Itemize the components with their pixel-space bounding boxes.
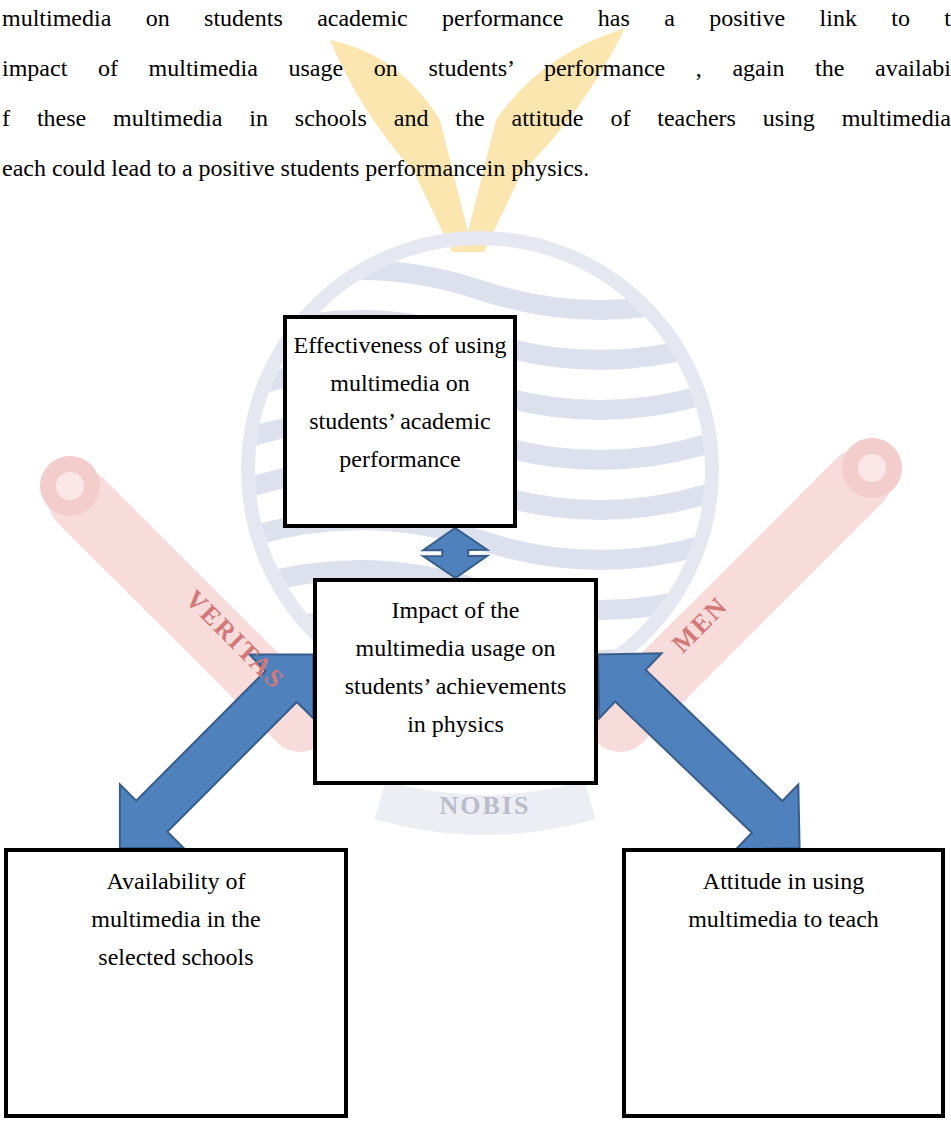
- body-text-line: multimedia on students academic performa…: [2, 3, 951, 33]
- body-text-line: each could lead to a positive students p…: [2, 153, 589, 183]
- factor-box: Availability of multimedia in the select…: [4, 848, 348, 1118]
- body-text-line: impact of multimedia usage on students’ …: [2, 53, 951, 83]
- block-arrow: [120, 655, 313, 848]
- box-text: Attitude in using multimedia to teach: [676, 862, 891, 938]
- concept-box: Effectiveness of using multimedia on stu…: [283, 315, 517, 528]
- box-text: Availability of multimedia in the select…: [58, 862, 294, 976]
- block-arrow: [598, 653, 800, 849]
- factor-box: Attitude in using multimedia to teach: [622, 848, 945, 1118]
- central-concept-box: Impact of the multimedia usage on studen…: [313, 578, 598, 785]
- box-text: Effectiveness of using multimedia on stu…: [292, 326, 508, 478]
- watermark-text: NOBIS: [440, 791, 531, 821]
- left-scroll: [40, 456, 300, 720]
- right-scroll: [620, 438, 902, 720]
- body-text-line: f these multimedia in schools and the at…: [2, 103, 951, 133]
- box-text: Impact of the multimedia usage on studen…: [341, 591, 570, 743]
- block-arrow: [423, 528, 487, 578]
